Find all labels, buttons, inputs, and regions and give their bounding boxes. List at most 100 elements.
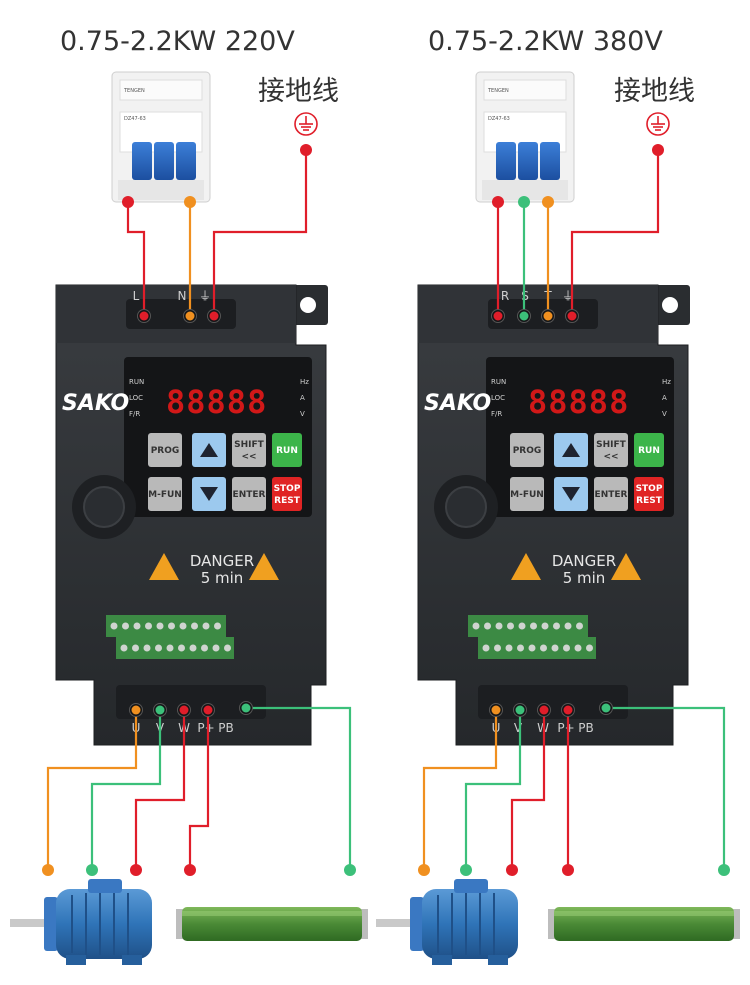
right-control-terminal-screw	[482, 644, 490, 652]
right-resistor-P-dot	[562, 864, 574, 876]
svg-text:SHIFT: SHIFT	[596, 440, 627, 450]
right-motor-V-dot	[460, 864, 472, 876]
svg-text:SHIFT: SHIFT	[234, 440, 265, 450]
svg-text:RUN: RUN	[638, 446, 660, 456]
left-run-key[interactable]: RUN	[272, 433, 302, 467]
left-status-loc-label: LOC	[129, 394, 143, 402]
left-ground-icon	[294, 112, 318, 136]
left-control-terminal-screw	[122, 622, 129, 630]
left-output-terminal-label: P+	[197, 721, 214, 735]
right-control-terminal-screw	[564, 622, 572, 630]
left-led-display: 88888	[166, 383, 267, 421]
left-control-terminal-screw	[191, 622, 198, 630]
right-breaker-T-dot	[542, 196, 554, 208]
left-control-terminal-screw	[168, 622, 175, 630]
left-PE-wire	[212, 150, 308, 316]
right-V-wire	[464, 710, 522, 870]
left-motor-V-dot	[86, 864, 98, 876]
right-shift-key[interactable]: SHIFT <<	[594, 433, 628, 467]
left-L-wire	[126, 202, 146, 316]
svg-text:REST: REST	[274, 496, 301, 506]
right-control-terminal-screw	[495, 622, 503, 630]
left-PE-terminal	[209, 311, 219, 321]
svg-text:<<: <<	[603, 452, 618, 462]
right-motor	[375, 878, 519, 966]
right-down-key[interactable]	[554, 477, 588, 511]
left-ground-label: 接地线	[258, 76, 339, 107]
right-control-terminal-screw	[528, 644, 536, 652]
left-control-terminal-screw	[201, 644, 208, 652]
right-ground-label: 接地线	[614, 76, 695, 107]
right-P-terminal	[563, 705, 573, 715]
left-input-terminal-label: ⏚	[199, 289, 211, 303]
right-resistor-PB-dot	[718, 864, 730, 876]
right-mfun-key[interactable]: M-FUN	[510, 477, 544, 511]
right-up-key[interactable]	[554, 433, 588, 467]
left-motor-W-dot	[130, 864, 142, 876]
left-danger-time: 5 min	[201, 569, 244, 587]
svg-text:M-FUN: M-FUN	[148, 490, 182, 500]
right-status-run-label: RUN	[491, 378, 506, 386]
right-control-terminal-screw	[530, 622, 537, 630]
left-PB-wire	[246, 706, 352, 870]
left-prog-key[interactable]: PROG	[148, 433, 182, 467]
right-motor-U-dot	[418, 864, 430, 876]
right-breaker-R-dot	[492, 196, 504, 208]
left-W-terminal	[179, 705, 189, 715]
left-control-terminal-screw	[120, 644, 128, 652]
left-enter-key[interactable]: ENTER	[232, 477, 266, 511]
right-brand-logo: SAKO	[424, 391, 491, 416]
left-output-terminal-label: PB	[218, 721, 233, 735]
right-unit-hz-label: Hz	[662, 378, 671, 386]
left-motor	[9, 878, 153, 966]
left-breaker-model: DZ47-63	[124, 116, 146, 122]
right-W-wire	[510, 710, 546, 870]
left-U-wire	[46, 710, 138, 870]
right-control-terminal-screw	[472, 622, 480, 630]
right-control-terminal-screw	[540, 644, 547, 652]
right-danger-label: DANGER	[552, 552, 616, 570]
right-control-terminal-screw	[563, 644, 570, 652]
left-drive	[55, 284, 329, 746]
left-motor-U-dot	[42, 864, 54, 876]
left-unit-a-label: A	[300, 394, 305, 402]
svg-text:ENTER: ENTER	[233, 490, 266, 500]
right-R-terminal	[493, 311, 503, 321]
right-title: 0.75-2.2KW 380V	[428, 26, 663, 57]
right-run-key[interactable]: RUN	[634, 433, 664, 467]
right-U-wire	[422, 710, 498, 870]
left-control-terminal-screw	[166, 644, 174, 652]
left-down-key[interactable]	[192, 477, 226, 511]
svg-text:REST: REST	[636, 496, 663, 506]
right-control-terminal-screw	[586, 644, 593, 652]
left-breaker-N-dot	[184, 196, 196, 208]
left-control-terminal-screw	[178, 644, 185, 652]
right-prog-key[interactable]: PROG	[510, 433, 544, 467]
right-control-terminal-screw	[518, 622, 526, 630]
right-control-terminal-screw	[505, 644, 513, 652]
right-T-terminal	[543, 311, 553, 321]
right-breaker-model: DZ47-63	[488, 116, 510, 122]
left-up-key[interactable]	[192, 433, 226, 467]
svg-text:M-FUN: M-FUN	[510, 490, 544, 500]
left-mfun-key[interactable]: M-FUN	[148, 477, 182, 511]
left-input-terminal-label: N	[178, 289, 187, 303]
right-control-terminal-screw	[484, 622, 491, 630]
left-V-wire	[90, 710, 162, 870]
right-unit-a-label: A	[662, 394, 667, 402]
right-enter-key[interactable]: ENTER	[594, 477, 628, 511]
right-V-terminal	[515, 705, 525, 715]
left-breaker-L-dot	[122, 196, 134, 208]
left-N-terminal	[185, 311, 195, 321]
left-V-terminal	[155, 705, 165, 715]
left-shift-key[interactable]: SHIFT<<	[232, 433, 266, 467]
right-led-display: 88888	[528, 383, 629, 421]
right-output-terminal-label: P+	[557, 721, 574, 735]
left-unit-v-label: V	[300, 410, 305, 418]
right-S-terminal	[519, 311, 529, 321]
left-control-terminal-screw	[156, 622, 164, 630]
right-PE-wire	[570, 150, 660, 316]
